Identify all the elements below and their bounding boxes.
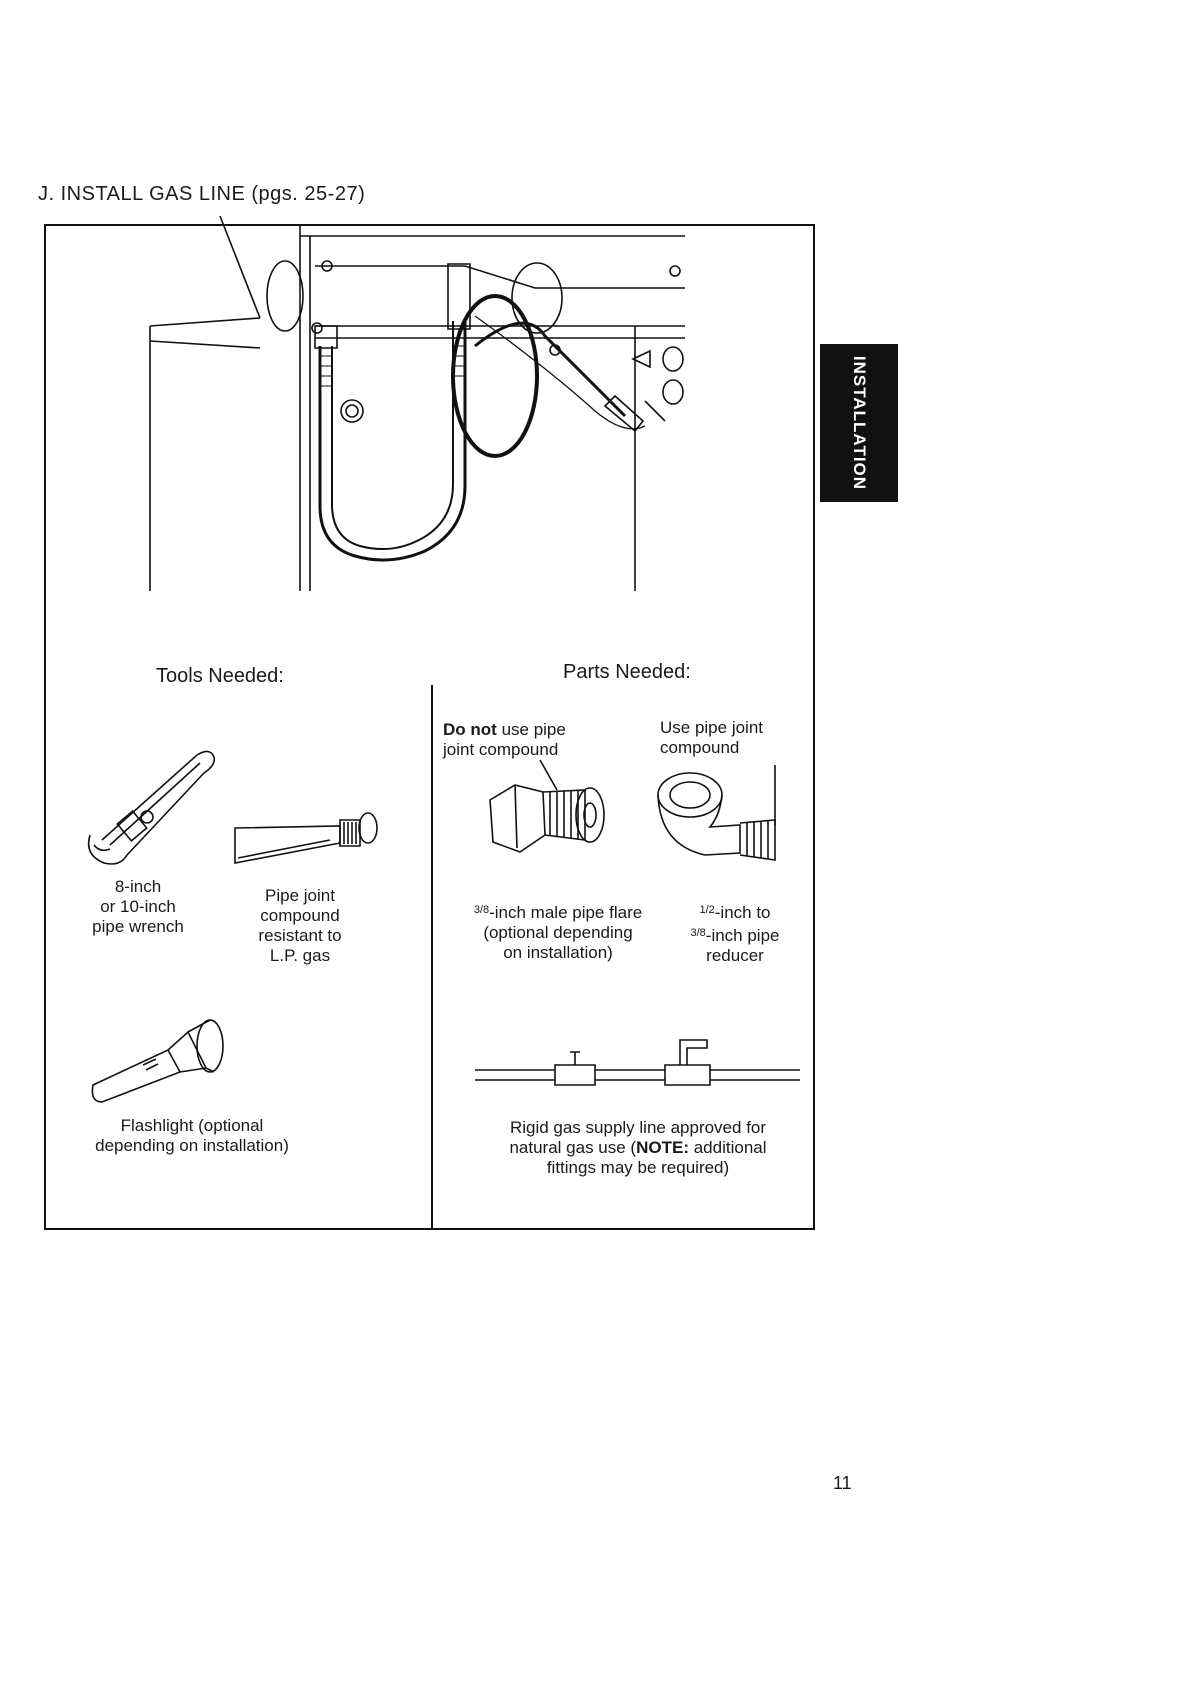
reducer-caption-line: reducer <box>706 946 764 965</box>
do-not-text: use pipe <box>501 720 566 739</box>
pipe-reducer-icon <box>650 765 790 875</box>
flare-caption-line: -inch male pipe flare <box>489 903 643 922</box>
use-compound-note: Use pipe joint compound <box>660 718 763 758</box>
compound-caption-line: Pipe joint <box>265 886 335 905</box>
compound-tube-icon <box>230 798 380 868</box>
rigid-gas-line-icon <box>475 1030 805 1090</box>
use-compound-line: compound <box>660 738 740 757</box>
page-number: 11 <box>833 1473 852 1493</box>
flashlight-caption-line: Flashlight (optional <box>120 1116 264 1135</box>
reducer-caption-line: -inch pipe <box>705 926 780 945</box>
rigid-caption: Rigid gas supply line approved for natur… <box>498 1118 778 1178</box>
flare-caption: 3/8-inch male pipe flare (optional depen… <box>458 900 658 963</box>
installation-tab-label: INSTALLATION <box>850 355 870 491</box>
use-compound-line: Use pipe joint <box>660 718 764 737</box>
flashlight-caption-line: depending on installation) <box>95 1136 289 1155</box>
installation-tab: INSTALLATION <box>820 344 898 502</box>
compound-caption: Pipe joint compound resistant to L.P. ga… <box>245 886 355 966</box>
wrench-caption-line: 8-inch <box>114 877 162 896</box>
rigid-caption-line: Rigid gas supply line approved for <box>509 1118 767 1137</box>
flare-caption-line: on installation) <box>503 943 613 962</box>
reducer-fraction: 3/8 <box>690 927 706 939</box>
column-divider <box>431 685 433 1230</box>
rigid-caption-line: natural gas use ( <box>509 1138 637 1157</box>
note-label: NOTE: <box>636 1138 689 1157</box>
wrench-caption-line: pipe wrench <box>92 917 184 936</box>
compound-caption-line: L.P. gas <box>269 946 331 965</box>
do-not-note: Do not use pipe joint compound <box>443 720 566 760</box>
compound-caption-line: compound <box>260 906 340 925</box>
compound-caption-line: resistant to <box>258 926 342 945</box>
flare-fraction: 3/8 <box>473 904 490 916</box>
flashlight-caption: Flashlight (optional depending on instal… <box>82 1116 302 1156</box>
wrench-caption-line: or 10-inch <box>100 897 176 916</box>
tools-heading: Tools Needed: <box>156 665 284 687</box>
pipe-flare-icon <box>485 760 625 870</box>
pipe-wrench-icon <box>82 745 232 875</box>
reducer-caption: 1/2-inch to 3/8-inch pipe reducer <box>670 900 800 966</box>
flashlight-icon <box>88 1010 238 1100</box>
do-not-text-line2: joint compound <box>443 740 559 759</box>
flare-caption-line: (optional depending <box>483 923 633 942</box>
rigid-caption-line: additional <box>689 1138 767 1157</box>
page-title: J. INSTALL GAS LINE (pgs. 25-27) <box>38 183 366 205</box>
wrench-caption: 8-inch or 10-inch pipe wrench <box>83 877 193 937</box>
reducer-fraction: 1/2 <box>699 904 715 916</box>
instruction-frame <box>44 224 815 1230</box>
rigid-caption-line: fittings may be required) <box>546 1158 730 1177</box>
parts-heading: Parts Needed: <box>563 661 691 683</box>
reducer-caption-line: -inch to <box>714 903 771 922</box>
do-not-bold: Do not <box>443 720 497 739</box>
dryer-gas-line-illustration <box>145 226 705 596</box>
